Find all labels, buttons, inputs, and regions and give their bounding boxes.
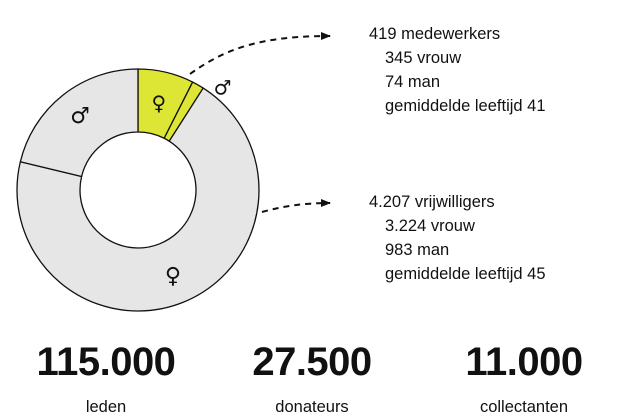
male-symbol-icon: ♂ bbox=[70, 104, 90, 129]
staff-headline: 419 medewerkers bbox=[369, 25, 501, 43]
stat-members-number: 115.000 bbox=[36, 340, 176, 384]
volunteers-male: 983 man bbox=[385, 241, 450, 259]
male-symbol-icon: ♂ bbox=[214, 75, 232, 99]
stat-collectors-label: collectanten bbox=[479, 398, 569, 416]
stat-donors-label: donateurs bbox=[275, 398, 349, 416]
arrow-to-volunteers bbox=[261, 199, 331, 213]
donut-chart: ♀ ♂ ♀ ♂ bbox=[16, 32, 331, 312]
stat-members-label: leden bbox=[85, 398, 127, 416]
stat-collectors-number: 11.000 bbox=[465, 340, 583, 384]
volunteers-avg-age: gemiddelde leeftijd 45 bbox=[385, 265, 546, 283]
donut-slice-vol-male bbox=[19, 68, 139, 178]
stat-donors: 27.500 donateurs bbox=[232, 340, 392, 418]
stat-members: 115.000 leden bbox=[24, 340, 188, 418]
stat-donors-number: 27.500 bbox=[252, 340, 372, 384]
female-symbol-icon: ♀ bbox=[151, 91, 166, 115]
staff-avg-age: gemiddelde leeftijd 41 bbox=[385, 97, 546, 115]
arrow-to-staff bbox=[189, 32, 331, 75]
staff-male: 74 man bbox=[385, 73, 441, 91]
staff-info: 419 medewerkers 345 vrouw 74 man gemidde… bbox=[369, 22, 546, 118]
staff-female: 345 vrouw bbox=[385, 49, 462, 67]
volunteers-female: 3.224 vrouw bbox=[385, 217, 475, 235]
volunteers-info: 4.207 vrijwilligers 3.224 vrouw 983 man … bbox=[369, 190, 546, 286]
stat-collectors: 11.000 collectanten bbox=[446, 340, 602, 418]
volunteers-headline: 4.207 vrijwilligers bbox=[369, 193, 495, 211]
donut-slice-vol-female bbox=[16, 87, 260, 312]
female-symbol-icon: ♀ bbox=[165, 264, 181, 289]
